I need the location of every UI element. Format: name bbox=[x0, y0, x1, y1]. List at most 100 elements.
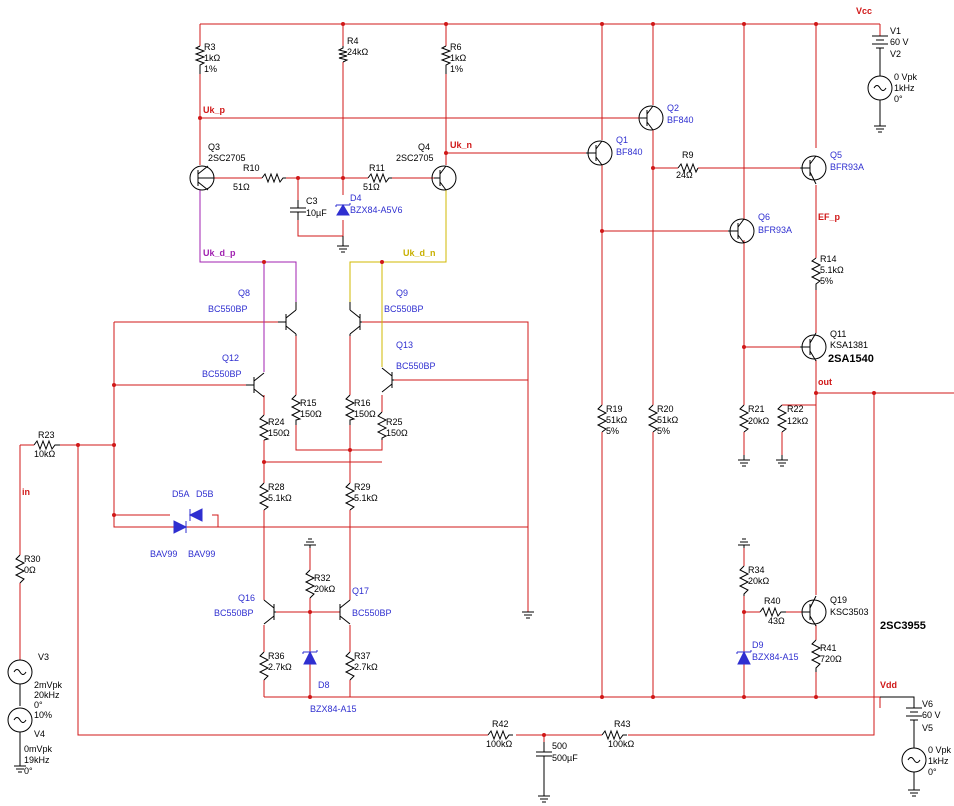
r41-value: 720Ω bbox=[820, 654, 842, 664]
d4-name: D4 bbox=[350, 193, 362, 203]
r24-name: R24 bbox=[268, 417, 285, 427]
q1-part: BF840 bbox=[616, 147, 643, 157]
r20-tol: 5% bbox=[657, 426, 670, 436]
v5-name: V5 bbox=[922, 723, 933, 733]
v1-name: V1 bbox=[890, 26, 901, 36]
q8-part: BC550BP bbox=[208, 304, 248, 314]
c500-value: 500µF bbox=[552, 753, 578, 763]
q12-name: Q12 bbox=[222, 353, 239, 363]
r3-value: 1kΩ bbox=[204, 53, 221, 63]
r11-value: 51Ω bbox=[363, 182, 380, 192]
v1-value: 60 V bbox=[890, 37, 909, 47]
v4-name: V4 bbox=[34, 729, 45, 739]
net-label-uk-d-p: Uk_d_p bbox=[203, 248, 236, 258]
q1-name: Q1 bbox=[616, 135, 628, 145]
r23-value: 10kΩ bbox=[34, 449, 56, 459]
q3-part: 2SC2705 bbox=[208, 153, 246, 163]
v3-name: V3 bbox=[38, 652, 49, 662]
r28-name: R28 bbox=[268, 482, 285, 492]
d9-part: BZX84-A15 bbox=[752, 652, 799, 662]
d8-name: D8 bbox=[318, 680, 330, 690]
r34-value: 20kΩ bbox=[748, 576, 770, 586]
q19-part2: 2SC3955 bbox=[880, 620, 926, 632]
r22-value: 12kΩ bbox=[787, 416, 809, 426]
net-labels: Vcc Vdd Uk_p Uk_n Uk_d_p Uk_d_n EF_p out… bbox=[22, 6, 897, 690]
d8-part: BZX84-A15 bbox=[310, 704, 357, 714]
q16-part: BC550BP bbox=[214, 608, 254, 618]
c3-value: 10µF bbox=[306, 208, 327, 218]
v4-phase: 0° bbox=[24, 766, 33, 776]
d5b-name: D5B bbox=[196, 489, 214, 499]
r42-name: R42 bbox=[492, 719, 509, 729]
q17-name: Q17 bbox=[352, 586, 369, 596]
v2-freq: 1kHz bbox=[894, 83, 915, 93]
v2-amp: 0 Vpk bbox=[894, 72, 918, 82]
dc-sources bbox=[872, 35, 922, 746]
r11-name: R11 bbox=[369, 163, 385, 173]
r37-name: R37 bbox=[354, 651, 371, 661]
q9-part: BC550BP bbox=[384, 304, 424, 314]
q3-name: Q3 bbox=[208, 142, 220, 152]
net-label-uk-n: Uk_n bbox=[450, 140, 472, 150]
q4-name: Q4 bbox=[418, 142, 430, 152]
r21-name: R21 bbox=[748, 404, 765, 414]
r20-value: 51kΩ bbox=[657, 415, 679, 425]
wires bbox=[19, 23, 954, 742]
net-uk-d-n-wire bbox=[349, 190, 447, 367]
r14-tol: 5% bbox=[820, 276, 833, 286]
q12-part: BC550BP bbox=[202, 369, 242, 379]
d5a-part: BAV99 bbox=[150, 549, 177, 559]
net-uk-d-p-wire bbox=[199, 190, 297, 372]
r37-value: 2.7kΩ bbox=[354, 662, 378, 672]
net-label-ef-p: EF_p bbox=[818, 212, 841, 222]
v6-value: 60 V bbox=[922, 710, 941, 720]
r42-value: 100kΩ bbox=[486, 739, 513, 749]
c500-name: 500 bbox=[552, 741, 567, 751]
net-label-out: out bbox=[818, 377, 832, 387]
r43-name: R43 bbox=[614, 719, 631, 729]
net-label-in: in bbox=[22, 487, 30, 497]
capacitor-symbols bbox=[290, 200, 552, 796]
q17-part: BC550BP bbox=[352, 608, 392, 618]
net-label-vdd: Vdd bbox=[880, 680, 897, 690]
r21-value: 20kΩ bbox=[748, 416, 770, 426]
r30-value: 0Ω bbox=[24, 565, 36, 575]
q8-name: Q8 bbox=[238, 288, 250, 298]
r15-value: 150Ω bbox=[300, 409, 322, 419]
r3-tol: 1% bbox=[204, 64, 217, 74]
v6-name: V6 bbox=[922, 699, 933, 709]
q19-part: KSC3503 bbox=[830, 607, 869, 617]
r3-name: R3 bbox=[204, 42, 216, 52]
r15-name: R15 bbox=[300, 398, 317, 408]
r9-value: 24Ω bbox=[676, 170, 693, 180]
v5-amp: 0 Vpk bbox=[928, 745, 952, 755]
q16-name: Q16 bbox=[238, 593, 255, 603]
q5-name: Q5 bbox=[830, 150, 842, 160]
r9-name: R9 bbox=[682, 150, 694, 160]
v3-extra: 10% bbox=[34, 710, 52, 720]
q4-part: 2SC2705 bbox=[396, 153, 434, 163]
q6-part: BFR93A bbox=[758, 225, 792, 235]
r19-name: R19 bbox=[606, 404, 623, 414]
r14-value: 5.1kΩ bbox=[820, 265, 844, 275]
r6-name: R6 bbox=[450, 42, 462, 52]
v5-freq: 1kHz bbox=[928, 756, 949, 766]
r4-value: 24kΩ bbox=[347, 47, 369, 57]
r41-name: R41 bbox=[820, 643, 837, 653]
r40-value: 43Ω bbox=[768, 616, 785, 626]
r10-name: R10 bbox=[243, 163, 260, 173]
v2-phase: 0° bbox=[894, 94, 903, 104]
c3-name: C3 bbox=[306, 196, 318, 206]
r6-value: 1kΩ bbox=[450, 53, 467, 63]
diode-symbols bbox=[173, 203, 752, 665]
q13-part: BC550BP bbox=[396, 361, 436, 371]
v3-phase: 0° bbox=[34, 700, 43, 710]
ac-sources bbox=[7, 74, 927, 780]
ground-symbols bbox=[14, 110, 920, 803]
r4-name: R4 bbox=[347, 36, 359, 46]
q2-part: BF840 bbox=[667, 115, 694, 125]
r19-value: 51kΩ bbox=[606, 415, 628, 425]
q2-name: Q2 bbox=[667, 103, 679, 113]
v4-freq: 19kHz bbox=[24, 755, 50, 765]
